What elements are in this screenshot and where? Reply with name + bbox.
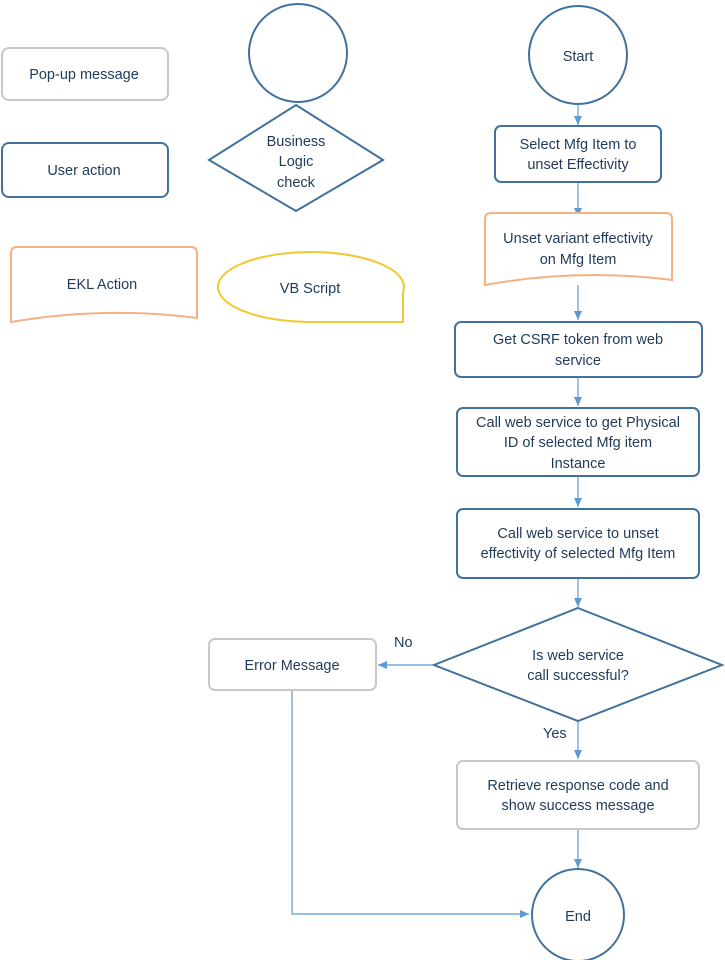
step5-line1: Call web service to unset [497,526,658,542]
step4-line3: Instance [551,456,606,472]
legend-business-logic-line1: Business [267,134,326,150]
legend-popup: Pop-up message [1,47,169,101]
decision-ws-success: Is web service call successful? [431,606,725,723]
step-get-csrf-token: Get CSRF token from web service [454,321,703,378]
step2-line1: Unset variant effectivity [503,231,653,247]
step1-line2: unset Effectivity [527,157,629,173]
legend-vb-script: VB Script [217,251,405,323]
decision-line2: call successful? [527,668,629,684]
start-node: Start [528,5,628,105]
end-label: End [565,909,591,925]
step5-line2: effectivity of selected Mfg Item [481,546,676,562]
yes-label: Yes [543,726,567,742]
success-line1: Retrieve response code and [487,778,668,794]
arrow-error-end [291,691,529,918]
no-label: No [394,635,413,651]
step1-line1: Select Mfg Item to [520,137,637,153]
connectors [291,104,582,918]
step-get-physical-id: Call web service to get Physical ID of s… [456,407,700,477]
step4-line2: ID of selected Mfg item [504,435,652,451]
step2-line2: on Mfg Item [540,252,617,268]
step-success-message: Retrieve response code and show success … [456,760,700,830]
step3-line1: Get CSRF token from web [493,332,663,348]
decision-line1: Is web service [532,648,624,664]
legend-business-logic: Business Logic check [207,103,385,213]
legend-ekl-action: EKL Action [10,246,198,324]
step3-line2: service [555,353,601,369]
legend-user-action: User action [1,142,169,198]
error-label: Error Message [244,658,339,674]
step-unset-variant-effectivity: Unset variant effectivity on Mfg Item [484,212,673,287]
start-label: Start [563,49,594,65]
legend-circle [248,3,348,103]
step-select-mfg-item: Select Mfg Item to unset Effectivity [494,125,662,183]
legend-ekl-action-label: EKL Action [67,277,137,293]
error-message-box: Error Message [208,638,377,691]
end-node: End [531,868,625,960]
legend-user-action-label: User action [47,163,120,179]
success-line2: show success message [501,798,654,814]
step-unset-effectivity-ws: Call web service to unset effectivity of… [456,508,700,579]
legend-vb-script-label: VB Script [280,281,340,297]
legend-popup-label: Pop-up message [29,67,139,83]
legend-business-logic-line3: check [277,175,316,191]
step4-line1: Call web service to get Physical [476,415,680,431]
legend-business-logic-line2: Logic [279,154,314,170]
